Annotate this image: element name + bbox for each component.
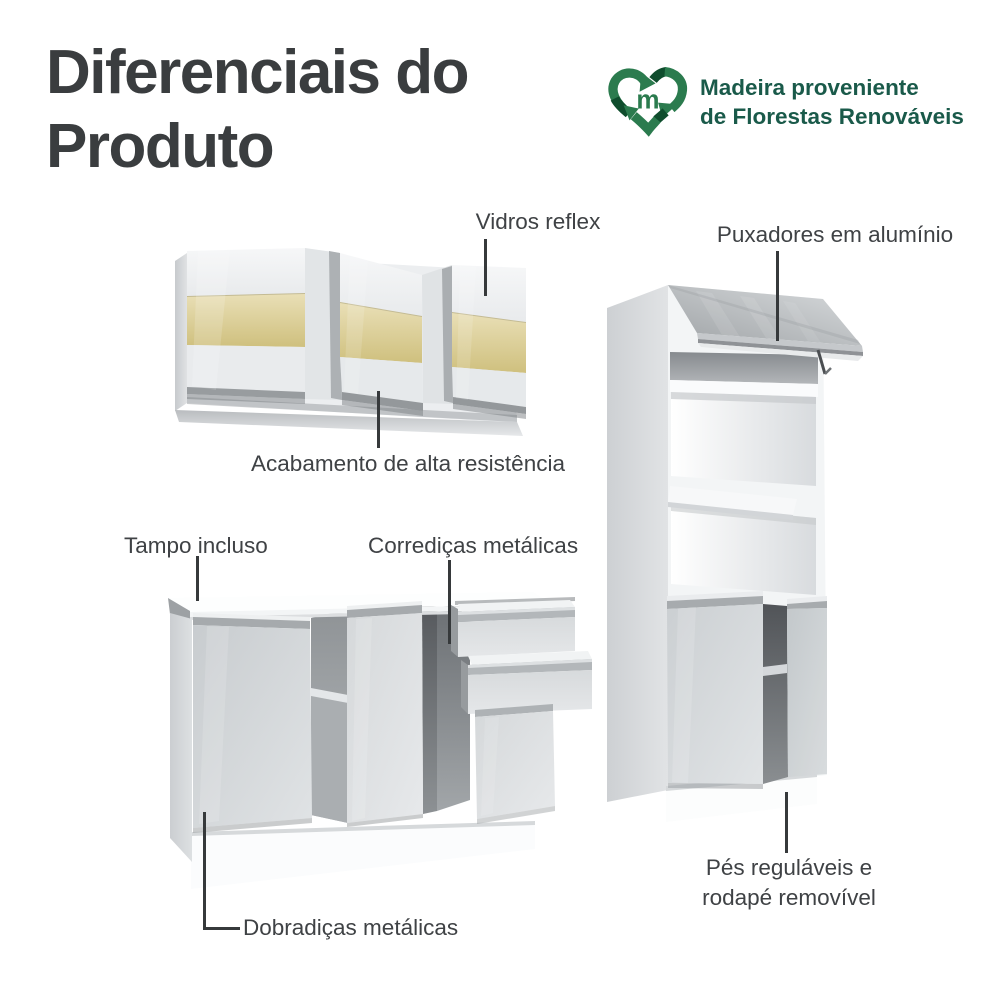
callout-label-corredicas: Corrediças metálicas: [368, 533, 579, 558]
callout-label-vidros: Vidros reflex: [475, 209, 601, 234]
page-title-line2: Produto: [46, 112, 275, 181]
base-cabinet-drawer-top: [451, 597, 575, 657]
tall-cabinet-door-right: [787, 596, 827, 777]
callout-label-acabamento: Acabamento de alta resistência: [251, 451, 565, 476]
callout-label-dobradicas: Dobradiças metálicas: [243, 915, 459, 940]
eco-text-line1: Madeira proveniente: [700, 75, 919, 100]
base-cabinet-illustration: [168, 592, 592, 889]
recycle-heart-icon: m: [608, 66, 688, 137]
tall-cabinet-illustration: [607, 285, 863, 822]
tall-cabinet-hinge-stay: [816, 349, 832, 375]
callout-line-acabamento: [377, 391, 380, 448]
callout-line-dobradicas-horizontal: [203, 927, 240, 930]
tall-cabinet-door-left: [667, 591, 763, 789]
callout-line-dobradicas-vertical: [203, 812, 206, 930]
wall-cabinet-door-middle: [340, 253, 423, 416]
eco-text-line2: de Florestas Renováveis: [700, 104, 964, 129]
eco-badge-text: Madeira proveniente de Florestas Renováv…: [700, 73, 964, 131]
eco-logo-letter: m: [636, 85, 659, 115]
base-cabinet-interior-shelves: [311, 609, 348, 823]
page-title: Diferenciais do Produto: [46, 36, 469, 184]
callout-line-tampo: [196, 556, 199, 601]
base-cabinet-door-left: [193, 613, 312, 833]
callout-line-pes: [785, 792, 788, 853]
wall-cabinet-divider-2: [422, 265, 453, 404]
wall-cabinet-divider-1: [305, 248, 342, 400]
base-cabinet-drawer-bottom: [461, 651, 592, 714]
tall-cabinet-open-top-gap: [670, 352, 818, 397]
callout-label-pes: Pés reguláveis e rodapé removível: [702, 855, 876, 910]
tall-cabinet-flip-door: [668, 285, 863, 361]
tall-cabinet-niches: [668, 392, 816, 595]
tall-cabinet-door-gap: [763, 604, 788, 784]
wall-cabinet-illustration: [175, 248, 526, 436]
base-cabinet-plinth: [191, 821, 535, 889]
wall-cabinet-door-right: [452, 265, 526, 419]
base-cabinet-side-panel: [170, 613, 192, 862]
callout-line-puxadores: [776, 251, 779, 341]
base-cabinet-door-lower-right: [475, 704, 555, 824]
callout-label-puxadores: Puxadores em alumínio: [716, 222, 954, 247]
base-cabinet-door-middle: [347, 601, 423, 827]
callout-label-tampo: Tampo incluso: [124, 533, 268, 558]
page-title-line1: Diferenciais do: [46, 38, 469, 107]
callout-line-corredicas: [448, 560, 451, 644]
wall-cabinet-door-left: [187, 248, 305, 404]
callout-line-vidros: [484, 239, 487, 296]
